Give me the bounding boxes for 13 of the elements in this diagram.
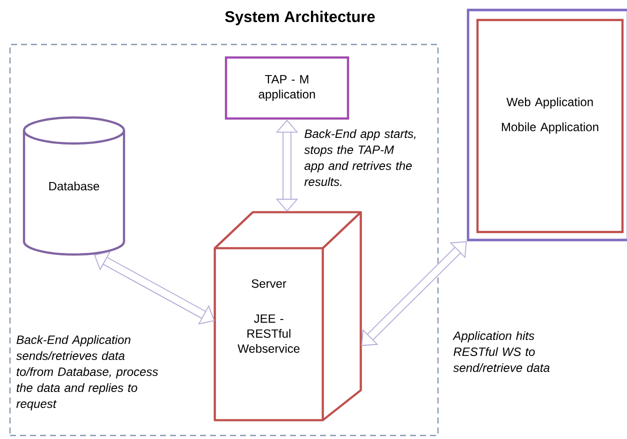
database-cylinder: Database xyxy=(22,116,126,256)
application-box: TAP - M application xyxy=(224,56,350,120)
double-arrow xyxy=(361,241,467,346)
annotation: Back-End app starts, stops the TAP-M app and retrives the results. xyxy=(304,129,416,186)
node-label: Database xyxy=(49,182,100,190)
annotation: Application hits RESTful WS to send/retrieve data xyxy=(452,331,550,372)
annotation: Back-End Application sends/retrieves data to/from Database, process the data and replies to request xyxy=(16,335,158,410)
title: System Architecture xyxy=(225,10,375,26)
double-arrow xyxy=(94,251,215,324)
double-arrow xyxy=(276,120,298,212)
client-box: Web Application Mobile Application xyxy=(476,18,624,234)
server-drawing: Server JEE - RESTful Webservice xyxy=(214,211,362,422)
dashed-boundary xyxy=(9,44,439,436)
